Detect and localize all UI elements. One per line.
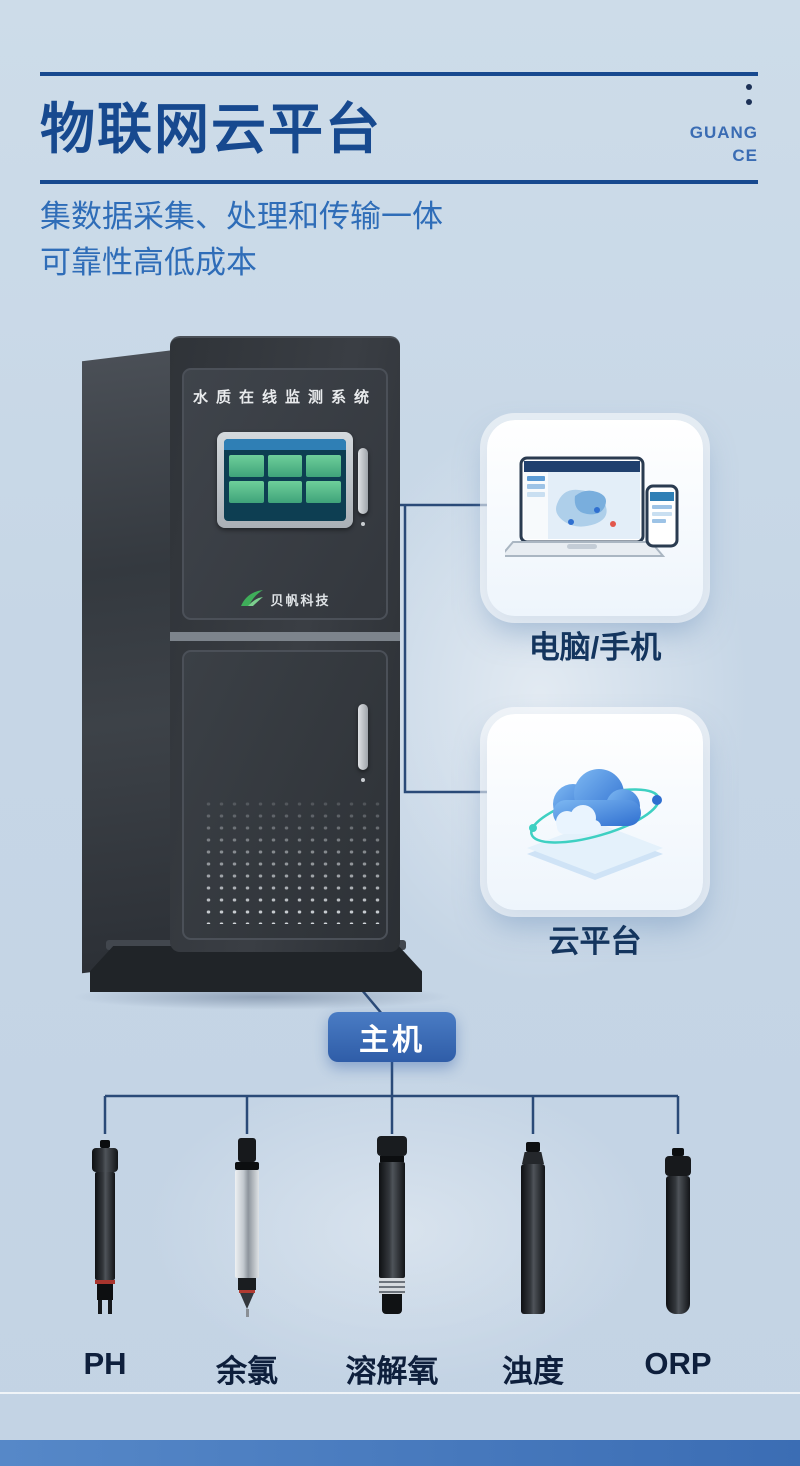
sensor-probe-turbidity xyxy=(503,1142,563,1314)
touchscreen-header-bar xyxy=(224,439,346,450)
cabinet-vent-grid xyxy=(202,798,386,924)
devices-card xyxy=(487,420,703,616)
cabinet-upper-door: 水质在线监测系统 xyxy=(182,368,388,620)
orp-probe-illustration xyxy=(648,1148,708,1314)
turbidity-probe-illustration xyxy=(503,1142,563,1314)
header-top-rule xyxy=(40,72,758,76)
lower-door-lock xyxy=(361,778,365,782)
dissolved-oxygen-probe-illustration xyxy=(362,1136,422,1314)
cabinet-divider-strip xyxy=(170,632,400,641)
touchscreen-display xyxy=(224,439,346,521)
subtitle-line-2: 可靠性高低成本 xyxy=(40,244,257,280)
sensor-label-dissolved-oxygen: 溶解氧 xyxy=(345,1354,439,1389)
cloud-card-label: 云平台 xyxy=(548,924,642,959)
chlorine-probe-illustration xyxy=(217,1138,277,1317)
cabinet-base xyxy=(90,946,422,992)
sensor-label-chlorine: 余氯 xyxy=(216,1354,278,1389)
subtitle-line-1: 集数据采集、处理和传输一体 xyxy=(40,199,443,234)
upper-door-lock xyxy=(361,522,365,526)
sensor-probe-ph xyxy=(75,1140,135,1314)
bottom-accent-bar xyxy=(0,1440,800,1466)
brand-line-1: GUANG xyxy=(689,123,758,142)
monitoring-cabinet: 水质在线监测系统 贝帆科技 xyxy=(72,336,452,1010)
cabinet-logo: 贝帆科技 xyxy=(182,588,388,610)
devices-card-label: 电脑/手机 xyxy=(528,630,662,665)
upper-door-handle xyxy=(358,448,368,514)
page-title: 物联网云平台 xyxy=(40,98,383,160)
bottom-divider-line xyxy=(0,1392,800,1394)
cloud-card xyxy=(487,714,703,910)
cabinet-logo-text: 贝帆科技 xyxy=(270,593,331,608)
cabinet-panel-title: 水质在线监测系统 xyxy=(192,389,377,406)
sensor-label-orp: ORP xyxy=(644,1346,712,1381)
brand-dots-icon xyxy=(746,84,752,114)
brand-line-2: CE xyxy=(732,145,758,165)
sensor-label-turbidity: 浊度 xyxy=(502,1354,564,1389)
ph-probe-illustration xyxy=(75,1140,135,1314)
sensor-label-ph: PH xyxy=(83,1346,127,1381)
lower-door-handle xyxy=(358,704,368,770)
host-badge: 主机 xyxy=(328,1012,456,1062)
sensor-probe-chlorine xyxy=(217,1138,277,1317)
cabinet-lower-door xyxy=(182,650,388,940)
cabinet-touchscreen xyxy=(217,432,353,528)
cabinet-side-panel xyxy=(82,350,174,974)
sensor-probe-orp xyxy=(648,1148,708,1314)
header-bottom-rule xyxy=(40,180,758,184)
brand-text: GUANG CE xyxy=(690,122,758,168)
cabinet-front-panel: 水质在线监测系统 贝帆科技 xyxy=(170,336,400,952)
cloud-platform-icon xyxy=(527,769,663,880)
laptop-phone-icon xyxy=(505,456,679,557)
leaf-logo-icon xyxy=(241,590,264,606)
sensor-probe-dissolved-oxygen xyxy=(362,1136,422,1314)
subtitle: 集数据采集、处理和传输一体 可靠性高低成本 xyxy=(40,194,443,286)
touchscreen-data-grid xyxy=(224,450,346,508)
